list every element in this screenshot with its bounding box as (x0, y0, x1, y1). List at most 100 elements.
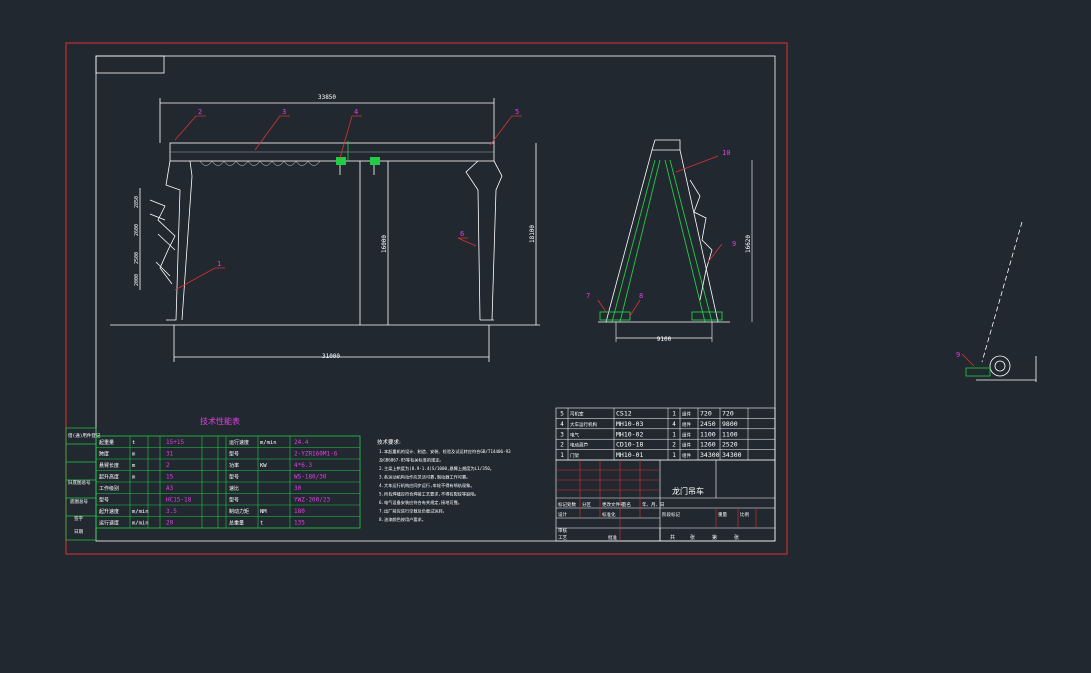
title-row-d: 第 (712, 534, 717, 541)
tech-right-value: 4*6.3 (294, 462, 312, 469)
dim-side-h: 16620 (745, 235, 752, 253)
tech-left-name: 跨度 (99, 451, 109, 458)
part-no: 1 (560, 452, 564, 459)
part-qty: 4 (672, 421, 676, 428)
tech-left-unit: m/min (132, 509, 149, 515)
title-row-d: 张 (690, 534, 695, 541)
tech-right-value: 2-YZR160M1-6 (294, 451, 338, 458)
hoist-trolley-2 (370, 157, 380, 165)
notes-title: 技术要求: (377, 438, 401, 446)
tech-left-name: 运行速度 (99, 520, 119, 527)
title-row-c: 审核 (558, 527, 567, 534)
title-row-d: 共 (670, 534, 675, 541)
detail-view (961, 221, 1037, 382)
part-qty: 1 (672, 431, 676, 438)
title-block (555, 459, 776, 542)
tech-right-value: 135 (294, 520, 305, 527)
part-qty: 2 (672, 442, 676, 449)
part-no: 5 (560, 411, 564, 418)
hoist-trolley (336, 157, 346, 165)
tech-left-unit: t (132, 440, 135, 446)
title-row-c: 工艺 (558, 535, 567, 541)
title-row-b: 比例 (740, 511, 749, 518)
dim-gauge: 9100 (657, 336, 672, 343)
part-code: CD10-18 (616, 441, 643, 449)
title-block-name: 龙门吊车 (672, 486, 704, 496)
tech-right-value: 24.4 (294, 439, 309, 446)
part-name: 电气 (570, 431, 579, 438)
part-unit-weight: 720 (700, 410, 712, 418)
tech-left-name: 起重量 (99, 439, 114, 446)
callout-2: 2 (198, 108, 202, 116)
note-line: 及GB6067-85等有关标准的规定。 (379, 457, 444, 464)
svg-text:2850: 2850 (134, 196, 140, 208)
tech-right-name: 速比 (229, 485, 239, 492)
tech-left-unit: m (132, 475, 136, 481)
title-block-labels: 标记处数分区更改文件号签名年、月、日设计标准化阶段标记重量比例审核工艺批准共张第… (558, 501, 749, 541)
tech-right-name: 型号 (229, 474, 239, 481)
title-row-b: 阶段标记 (662, 511, 680, 518)
note-line: 6.电气设备安装应符合有关规定,接地可靠。 (379, 499, 462, 506)
callout-4: 4 (354, 108, 358, 116)
tech-left-name: 悬臂长度 (99, 462, 119, 469)
notes-block: 1.本起重机的设计、制造、安装、检验及试运转应符合GB/T14406-93 及G… (379, 448, 511, 523)
title-row-b: 标准化 (602, 511, 616, 518)
right-leg (465, 160, 503, 321)
tech-right-unit: m/min (260, 440, 277, 446)
dim-rail: 31000 (322, 353, 340, 360)
callout-detail: 9 (956, 351, 960, 359)
part-no: 4 (560, 421, 564, 428)
svg-text:2000: 2000 (134, 274, 140, 286)
note-line: 4.大车运行机构应同步运行,车轮不得有啃轨现象。 (379, 482, 475, 489)
callout-9: 9 (732, 240, 736, 248)
title-row-a: 年、月、日 (642, 501, 665, 508)
part-name: 门架 (570, 452, 579, 459)
left-stairs (149, 199, 176, 285)
part-total-weight: 2520 (722, 441, 738, 449)
tech-left-unit: m/min (132, 521, 149, 527)
tech-left-value: 20 (166, 520, 174, 527)
tech-right-name: 运行速度 (229, 439, 249, 446)
dim-span: 33850 (318, 94, 336, 101)
corner-box (95, 55, 165, 74)
tech-left-name: 起升高度 (99, 474, 119, 481)
side-registry: 借(通)用件登记 旧底图总号 底图总号 签字 日期 (65, 427, 101, 541)
part-unit-weight: 1100 (700, 430, 716, 438)
outer-border (65, 42, 788, 555)
part-name: 电动葫芦 (570, 442, 588, 449)
tech-left-value: 31 (166, 451, 174, 458)
title-row-b: 重量 (718, 511, 727, 518)
part-name: 大车运行机构 (570, 421, 597, 428)
inner-border (95, 55, 776, 542)
part-material: 组件 (682, 442, 691, 449)
note-line: 8.油漆颜色按用户要求。 (379, 516, 426, 523)
part-qty: 1 (672, 411, 676, 418)
tech-right-unit: t (260, 521, 263, 527)
left-leg (165, 160, 193, 321)
note-line: 3.各运动机构动作应灵活可靠,制动器工作可靠。 (379, 474, 470, 481)
part-material: 组件 (682, 452, 691, 459)
callout-7: 7 (586, 292, 590, 300)
tech-left-value: A3 (166, 485, 174, 492)
part-code: MH10-03 (616, 420, 643, 428)
festoon-cable (199, 160, 321, 166)
tech-left-name: 工作级别 (99, 485, 119, 492)
tech-right-unit: NM (260, 509, 267, 515)
tech-left-name: 型号 (99, 497, 109, 504)
tech-left-unit: m (132, 452, 136, 458)
part-total-weight: 720 (722, 410, 734, 418)
part-total-weight: 1100 (722, 430, 738, 438)
note-line: 7.出厂前应进行空载及负载试运转。 (379, 508, 447, 515)
tech-right-name: 型号 (229, 451, 239, 458)
side-elevation (598, 139, 753, 342)
tech-right-name: 型号 (229, 497, 239, 504)
tech-right-value: WS-180/30 (294, 474, 327, 481)
part-material: 组件 (682, 431, 691, 438)
title-row-b: 设计 (558, 511, 567, 518)
part-material: 组件 (682, 411, 691, 418)
tech-right-name: 功率 (229, 462, 239, 469)
tech-left-value: 2 (166, 462, 170, 469)
